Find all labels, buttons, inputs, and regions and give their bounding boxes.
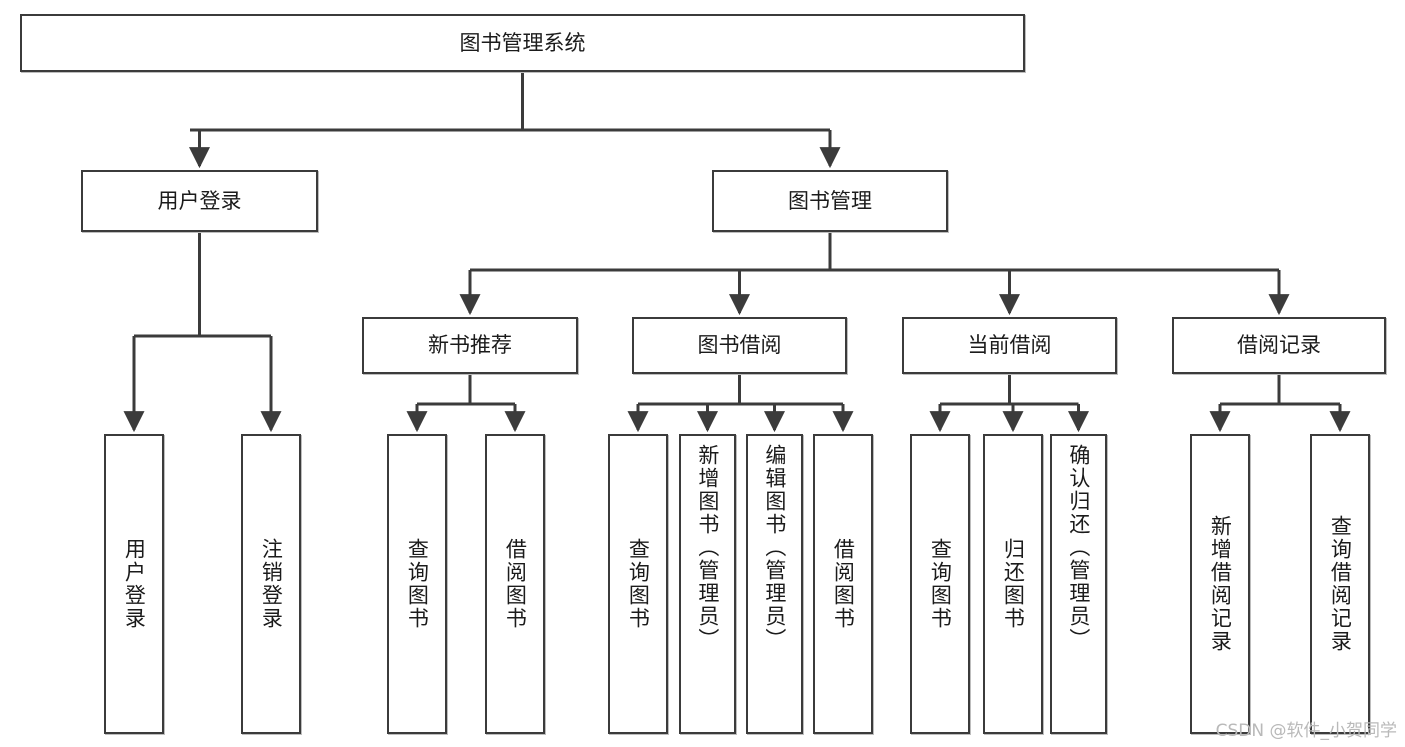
node-borrow-record[interactable]: 借阅记录 [1172,317,1386,374]
node-leaf-borrow-book-1[interactable]: 借阅图书 [485,434,545,734]
node-root-label: 图书管理系统 [459,30,586,55]
node-leaf-add-book[interactable]: 新增图书（管理员） [679,434,736,734]
node-leaf-confirm-return-label: 确认归还（管理员） [1066,444,1091,651]
node-book-manage-label: 图书管理 [788,188,872,213]
node-leaf-logout-label: 注销登录 [259,538,284,630]
node-leaf-query-book-3-label: 查询图书 [928,538,953,630]
node-leaf-return-book[interactable]: 归还图书 [983,434,1043,734]
node-new-book-rec[interactable]: 新书推荐 [362,317,578,374]
node-leaf-query-book-3[interactable]: 查询图书 [910,434,970,734]
node-borrow-record-label: 借阅记录 [1237,333,1321,358]
node-leaf-user-login-label: 用户登录 [122,538,147,630]
node-leaf-add-record-label: 新增借阅记录 [1208,515,1233,653]
node-book-borrow[interactable]: 图书借阅 [632,317,847,374]
node-leaf-query-book-1-label: 查询图书 [405,538,430,630]
node-current-borrow-label: 当前借阅 [967,333,1052,358]
node-leaf-borrow-book-1-label: 借阅图书 [503,538,528,630]
node-new-book-rec-label: 新书推荐 [428,333,512,358]
node-leaf-return-book-label: 归还图书 [1001,538,1026,630]
node-leaf-borrow-book-2-label: 借阅图书 [831,538,856,630]
node-user-login-label: 用户登录 [157,188,242,213]
node-leaf-user-login[interactable]: 用户登录 [104,434,164,734]
node-leaf-add-record[interactable]: 新增借阅记录 [1190,434,1250,734]
node-leaf-query-book-2[interactable]: 查询图书 [608,434,668,734]
node-book-borrow-label: 图书借阅 [697,333,782,358]
node-leaf-confirm-return[interactable]: 确认归还（管理员） [1050,434,1107,734]
node-leaf-query-record[interactable]: 查询借阅记录 [1310,434,1370,734]
node-leaf-query-book-1[interactable]: 查询图书 [387,434,447,734]
node-leaf-query-record-label: 查询借阅记录 [1328,515,1353,653]
node-leaf-add-book-label: 新增图书（管理员） [695,444,720,651]
node-leaf-logout[interactable]: 注销登录 [241,434,301,734]
node-root[interactable]: 图书管理系统 [20,14,1025,72]
node-leaf-query-book-2-label: 查询图书 [626,538,651,630]
node-user-login[interactable]: 用户登录 [81,170,318,232]
node-leaf-edit-book[interactable]: 编辑图书（管理员） [746,434,803,734]
node-leaf-borrow-book-2[interactable]: 借阅图书 [813,434,873,734]
node-current-borrow[interactable]: 当前借阅 [902,317,1117,374]
node-book-manage[interactable]: 图书管理 [712,170,948,232]
node-leaf-edit-book-label: 编辑图书（管理员） [762,444,787,651]
